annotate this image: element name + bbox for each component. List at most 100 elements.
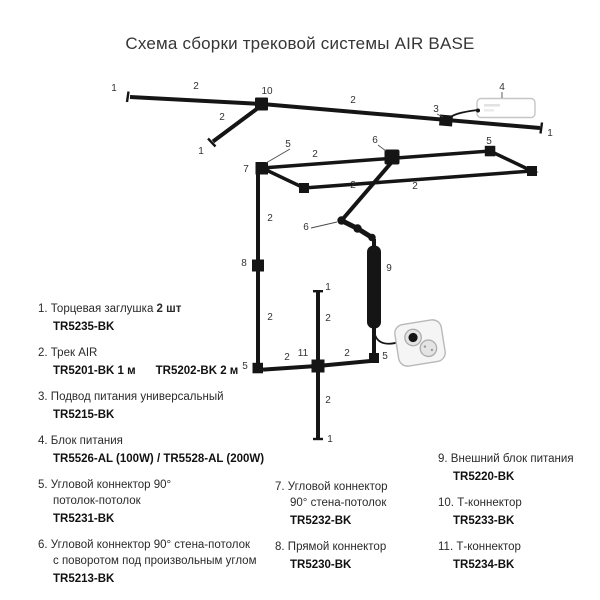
legend-item-desc: 9. Внешний блок питания: [438, 451, 598, 467]
legend-column-2: 7. Угловой коннектор 90° стена-потолок T…: [275, 479, 437, 583]
legend-item-text: Угловой коннектор: [287, 481, 388, 493]
bottom-track-left: [262, 364, 314, 372]
legend-item-text: Угловой коннектор 90° стена-потолок: [50, 539, 251, 551]
legend-item-11: 11. Т-коннектор TR5234-BK: [438, 539, 598, 573]
legend-item-number: 9.: [438, 453, 448, 465]
legend-column-3: 9. Внешний блок питания TR5220-BK 10. Т-…: [438, 451, 598, 583]
legend-item-5: 5. Угловой коннектор 90° потолок-потолок…: [38, 477, 274, 527]
legend-item-desc-2: с поворотом под произвольным углом: [53, 555, 257, 567]
legend-item-code: TR5233-BK: [453, 515, 515, 527]
callout-track: 2: [325, 395, 331, 406]
callout-end-cap: 1: [325, 282, 331, 293]
callout-track: 2: [267, 213, 273, 224]
legend-item-code-b: TR5202-BK 2 м: [155, 365, 239, 377]
corner-connector-5-right: [369, 353, 379, 363]
legend-item-code: TR5215-BK: [53, 409, 115, 421]
legend-item-text: Трек AIR: [50, 347, 98, 359]
corner-connector: [299, 183, 309, 193]
callout-track: 2: [350, 180, 356, 191]
callout-corner-5: 5: [382, 351, 388, 362]
center-wall-track-upper: [313, 290, 323, 360]
legend-item-desc: 5. Угловой коннектор 90°: [38, 477, 274, 493]
legend-item-desc: 6. Угловой коннектор 90° стена-потолок: [38, 537, 274, 553]
legend-item-desc: 3. Подвод питания универсальный: [38, 389, 274, 405]
legend-item-code: TR5234-BK: [453, 559, 515, 571]
legend-item-text: Блок питания: [50, 435, 123, 447]
callouts: 1 2 10 2 4 3 1 2 1 5 2 6 5 2 7 2 6 2 8 2…: [111, 81, 553, 445]
legend-item-code: TR5213-BK: [53, 573, 115, 585]
legend-item-number: 10.: [438, 497, 454, 509]
socket-outlet: [419, 339, 438, 358]
legend-item-number: 3.: [38, 391, 48, 403]
legend-item-desc: 2. Трек AIR: [38, 345, 274, 361]
legend-item-1: 1. Торцевая заглушка 2 шт TR5235-BK: [38, 301, 274, 335]
legend-column-1: 1. Торцевая заглушка 2 шт TR5235-BK 2. Т…: [38, 301, 274, 597]
callout-track: 2: [267, 312, 273, 323]
bottom-track-right: [322, 358, 374, 368]
page-title: Схема сборки трековой системы AIR BASE: [125, 34, 475, 53]
callout-external-psu-9: 9: [386, 263, 392, 274]
callout-swivel-6: 6: [303, 222, 309, 233]
corner-connector: [484, 145, 496, 157]
callout-track: 2: [284, 352, 290, 363]
external-power-supply-9: [367, 245, 381, 329]
callout-track: 2: [219, 112, 225, 123]
end-cap: [125, 91, 130, 103]
legend-item-number: 8.: [275, 541, 285, 553]
branch-track: [207, 103, 264, 148]
legend-item-code: TR5235-BK: [53, 321, 115, 333]
legend-item-desc: 4. Блок питания: [38, 433, 274, 449]
legend-item-number: 5.: [38, 479, 48, 491]
callout-swivel-6: 6: [372, 135, 378, 146]
legend-item-3: 3. Подвод питания универсальный TR5215-B…: [38, 389, 274, 423]
callout-corner-5: 5: [486, 136, 492, 147]
wall-socket: [394, 319, 446, 367]
callout-track: 2: [344, 348, 350, 359]
ceiling-loop-track: [255, 145, 539, 193]
callout-track: 2: [193, 81, 199, 92]
leader-lines: [265, 92, 503, 229]
diagonal-track: [339, 161, 393, 222]
plug: [408, 332, 418, 343]
legend-item-text: Угловой коннектор 90°: [50, 479, 172, 491]
legend-item-text: Подвод питания универсальный: [50, 391, 224, 403]
t-connector-11: [311, 359, 325, 373]
legend-item-code: TR5232-BK: [290, 515, 352, 527]
legend-item-code: TR5220-BK: [453, 471, 515, 483]
legend-item-6: 6. Угловой коннектор 90° стена-потолок с…: [38, 537, 274, 587]
callout-corner-7: 7: [243, 164, 249, 175]
callout-track: 2: [325, 313, 331, 324]
legend-item-desc: 10. Т-коннектор: [438, 495, 598, 511]
legend-item-desc: 1. Торцевая заглушка 2 шт: [38, 301, 274, 317]
callout-track: 2: [312, 149, 318, 160]
legend-item-8: 8. Прямой коннектор TR5230-BK: [275, 539, 437, 573]
legend-item-10: 10. Т-коннектор TR5233-BK: [438, 495, 598, 529]
legend-item-code: TR5231-BK: [53, 513, 115, 525]
power-supply-4: [446, 97, 536, 121]
t-connector-10: [255, 97, 268, 111]
callout-power-feed: 3: [433, 104, 439, 115]
center-wall-track-lower: [313, 372, 323, 441]
straight-connector-8: [252, 259, 264, 272]
legend-item-text: Внешний блок питания: [450, 453, 574, 465]
callout-end-cap: 1: [111, 83, 117, 94]
legend-item-2: 2. Трек AIR TR5201-BK 1 м TR5202-BK 2 м: [38, 345, 274, 379]
legend-item-desc: 11. Т-коннектор: [438, 539, 598, 555]
end-cap: [207, 137, 217, 148]
callout-end-cap: 1: [327, 434, 333, 445]
legend-item-desc: 8. Прямой коннектор: [275, 539, 437, 555]
legend-item-code-a: TR5201-BK 1 м: [53, 365, 136, 377]
legend-item-desc: 7. Угловой коннектор: [275, 479, 437, 495]
legend-item-text-bold: 2 шт: [156, 303, 182, 315]
legend-item-code: TR5526-AL (100W) / TR5528-AL (200W): [53, 453, 265, 465]
callout-track: 2: [412, 181, 418, 192]
legend-item-desc-2: 90° стена-потолок: [290, 497, 387, 509]
end-cap: [539, 122, 544, 134]
legend-item-text: Т-коннектор: [456, 541, 521, 553]
legend-item-number: 6.: [38, 539, 48, 551]
legend-item-text: Торцевая заглушка: [50, 303, 154, 315]
callout-end-cap: 1: [547, 128, 553, 139]
callout-end-cap: 1: [198, 146, 204, 157]
legend-item-9: 9. Внешний блок питания TR5220-BK: [438, 451, 598, 485]
